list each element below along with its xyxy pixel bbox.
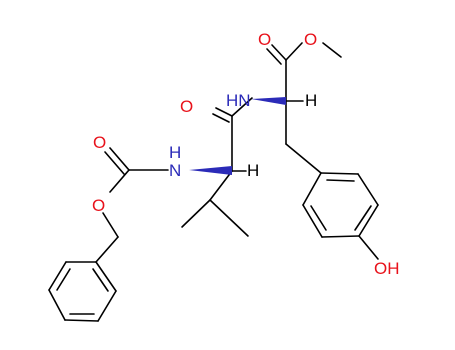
tyrosine-alpha-hydrogen-label: H	[305, 91, 317, 110]
bond	[95, 236, 119, 263]
wedge-bond	[189, 166, 232, 175]
wedge-bond	[251, 97, 286, 105]
bond	[302, 172, 322, 206]
bond	[56, 268, 71, 291]
bond	[321, 235, 360, 238]
bond	[302, 204, 323, 238]
valine-amine-hydrogen-label: H	[169, 143, 181, 162]
bond	[97, 290, 117, 322]
bond	[95, 261, 117, 292]
bond	[354, 205, 372, 231]
bond	[285, 143, 322, 174]
valine-amine-label: N	[169, 161, 181, 180]
carbamate-oxygen-label: O	[92, 196, 105, 215]
bond	[209, 199, 249, 237]
bond	[266, 48, 282, 65]
bond	[92, 268, 109, 292]
carbamate-carbonyl-oxygen-label: O	[93, 133, 106, 152]
bond	[102, 212, 119, 238]
bond	[285, 42, 303, 61]
bond	[104, 151, 125, 175]
bond	[271, 44, 287, 61]
tyrosine-amine-label: HN	[226, 91, 251, 110]
bond	[215, 107, 233, 117]
bond	[109, 169, 130, 193]
bond	[358, 235, 379, 260]
atom-labels: O O HN H O O H N H O OH	[92, 30, 400, 278]
phenol-hydroxyl-label: OH	[374, 259, 400, 278]
bond	[326, 179, 355, 182]
ester-carbonyl-oxygen-label: O	[258, 30, 271, 49]
bond	[310, 205, 327, 231]
bond	[358, 204, 379, 237]
bond	[109, 147, 130, 171]
bond	[209, 170, 233, 201]
bond	[320, 172, 359, 175]
bond	[212, 113, 230, 123]
bond	[322, 42, 342, 58]
bond	[48, 289, 66, 321]
bond	[357, 173, 379, 206]
amide-oxygen-label: O	[180, 97, 193, 116]
bond	[181, 199, 211, 228]
bonds	[48, 42, 379, 322]
ester-oxygen-label: O	[304, 30, 317, 49]
valine-alpha-hydrogen-label: H	[247, 161, 259, 180]
bond	[231, 97, 253, 117]
bond	[48, 261, 67, 291]
bond	[64, 319, 99, 322]
